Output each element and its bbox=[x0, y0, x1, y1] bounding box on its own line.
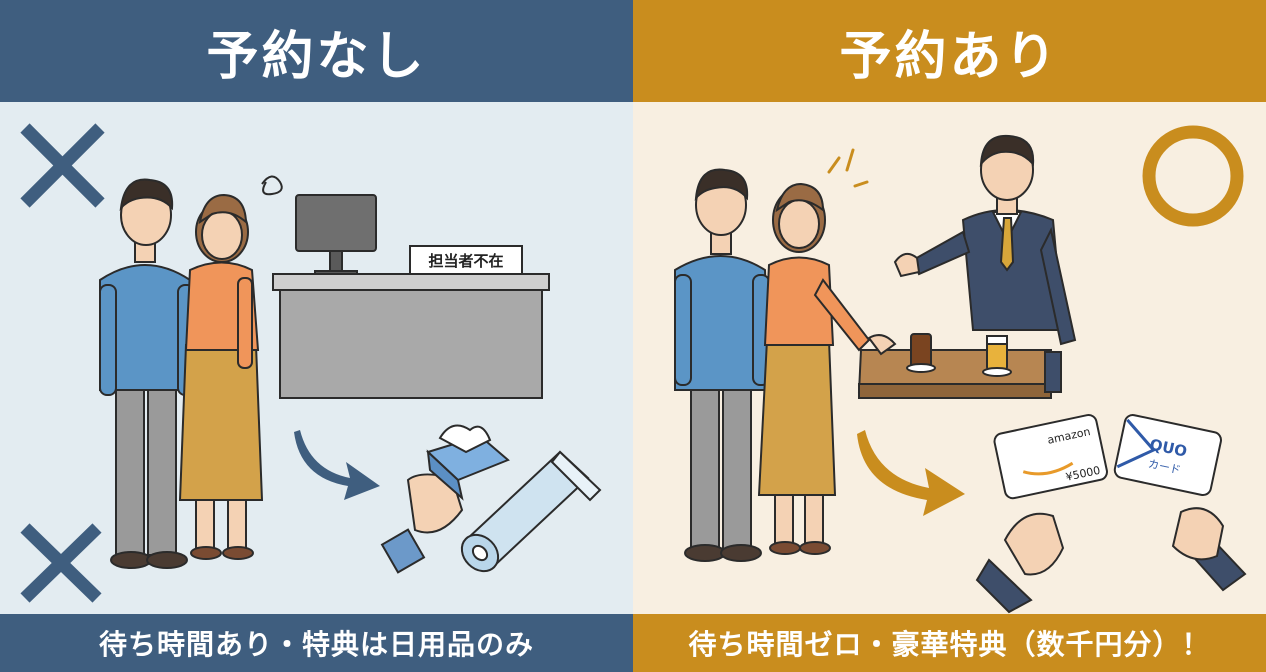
curved-arrow-icon bbox=[294, 430, 380, 500]
reception-desk bbox=[272, 273, 550, 399]
happy-man-figure bbox=[674, 168, 771, 562]
no-reservation-title: 予約なし bbox=[0, 0, 633, 102]
worried-woman-figure bbox=[178, 193, 264, 560]
absent-staff-sign: 担当者不在 bbox=[409, 245, 523, 275]
curved-arrow-icon bbox=[857, 430, 965, 516]
staff-in-suit-figure bbox=[893, 134, 1077, 346]
cross-mark-icon bbox=[20, 523, 102, 603]
table-with-drinks bbox=[857, 333, 1062, 399]
hand-holding-tissues bbox=[380, 424, 510, 574]
monitor-icon bbox=[295, 194, 377, 278]
sparkle-icon bbox=[827, 148, 869, 188]
worried-man-figure bbox=[99, 178, 197, 569]
quo-gift-card: QUO カード bbox=[1113, 414, 1222, 497]
reservation-title: 予約あり bbox=[633, 0, 1266, 102]
absent-sign-label: 担当者不在 bbox=[428, 252, 503, 270]
reservation-illustration: amazon ¥5000 QUO カード bbox=[674, 125, 1247, 614]
happy-woman-figure bbox=[757, 182, 871, 555]
no-reservation-illustration: 担当者不在 bbox=[20, 123, 602, 603]
reservation-panel: amazon ¥5000 QUO カード 予約あり 待ち時間ゼロ・豪華特典（数千… bbox=[633, 0, 1266, 672]
no-reservation-panel: 担当者不在 予約なし 待ち時間あり・特典は日用品のみ bbox=[0, 0, 633, 672]
amazon-gift-card: amazon ¥5000 bbox=[993, 414, 1108, 500]
reservation-caption: 待ち時間ゼロ・豪華特典（数千円分）！ bbox=[633, 614, 1266, 672]
worry-swirl-icon bbox=[261, 175, 283, 196]
circle-mark-icon bbox=[1142, 125, 1244, 227]
no-reservation-caption: 待ち時間あり・特典は日用品のみ bbox=[0, 614, 633, 672]
cross-mark-icon bbox=[20, 123, 105, 208]
hands-holding-cards bbox=[975, 507, 1247, 614]
plastic-wrap-roll bbox=[460, 450, 602, 573]
